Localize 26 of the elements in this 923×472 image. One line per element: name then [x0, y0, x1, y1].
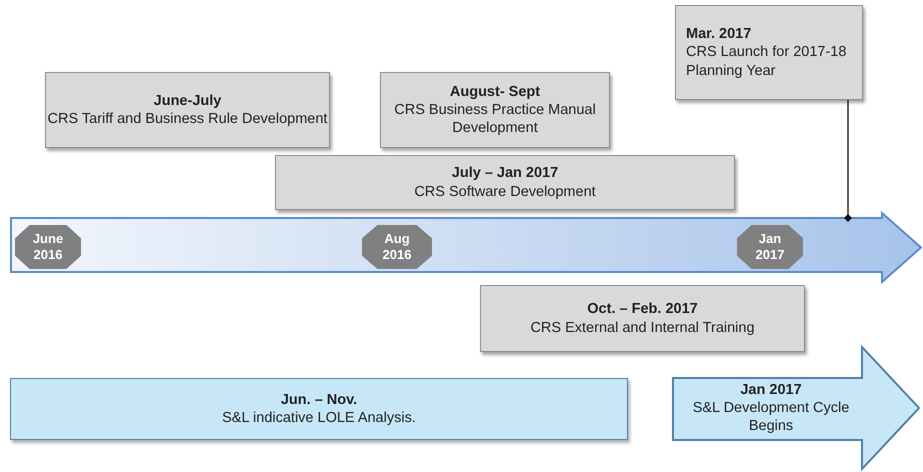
date-heading: Oct. – Feb. 2017: [587, 300, 698, 318]
date-label: Aug 2016: [382, 231, 412, 263]
phase-label: S&L indicative LOLE Analysis.: [222, 409, 416, 428]
milestone-box: [675, 5, 863, 100]
phase-label: CRS Business Practice Manual Development: [393, 100, 597, 138]
phase-box: [380, 72, 610, 148]
phase-label: CRS Launch for 2017-18 Planning Year: [686, 43, 848, 80]
date-heading: June-July: [154, 92, 222, 110]
phase-label: CRS External and Internal Training: [530, 318, 755, 337]
phase-arrow: [672, 346, 920, 470]
date-heading: Mar. 2017: [686, 25, 752, 44]
timeline-arrow: [10, 212, 922, 283]
phase-label: CRS Software Development: [414, 182, 596, 201]
date-label: June 2016: [32, 231, 64, 263]
date-heading: August- Sept: [450, 82, 540, 101]
phase-label: S&L Development Cycle Begins: [692, 398, 850, 436]
date-label: Jan 2017: [754, 231, 786, 263]
date-heading: Jun. – Nov.: [280, 390, 358, 409]
leader-line: [844, 100, 852, 222]
phase-box: [275, 155, 735, 210]
phase-box: [45, 72, 330, 148]
phase-box: [480, 285, 805, 352]
phase-box: [10, 378, 628, 440]
date-heading: Jan 2017: [740, 380, 802, 399]
phase-label: CRS Tariff and Business Rule Development: [48, 110, 328, 128]
date-heading: July – Jan 2017: [452, 164, 558, 182]
